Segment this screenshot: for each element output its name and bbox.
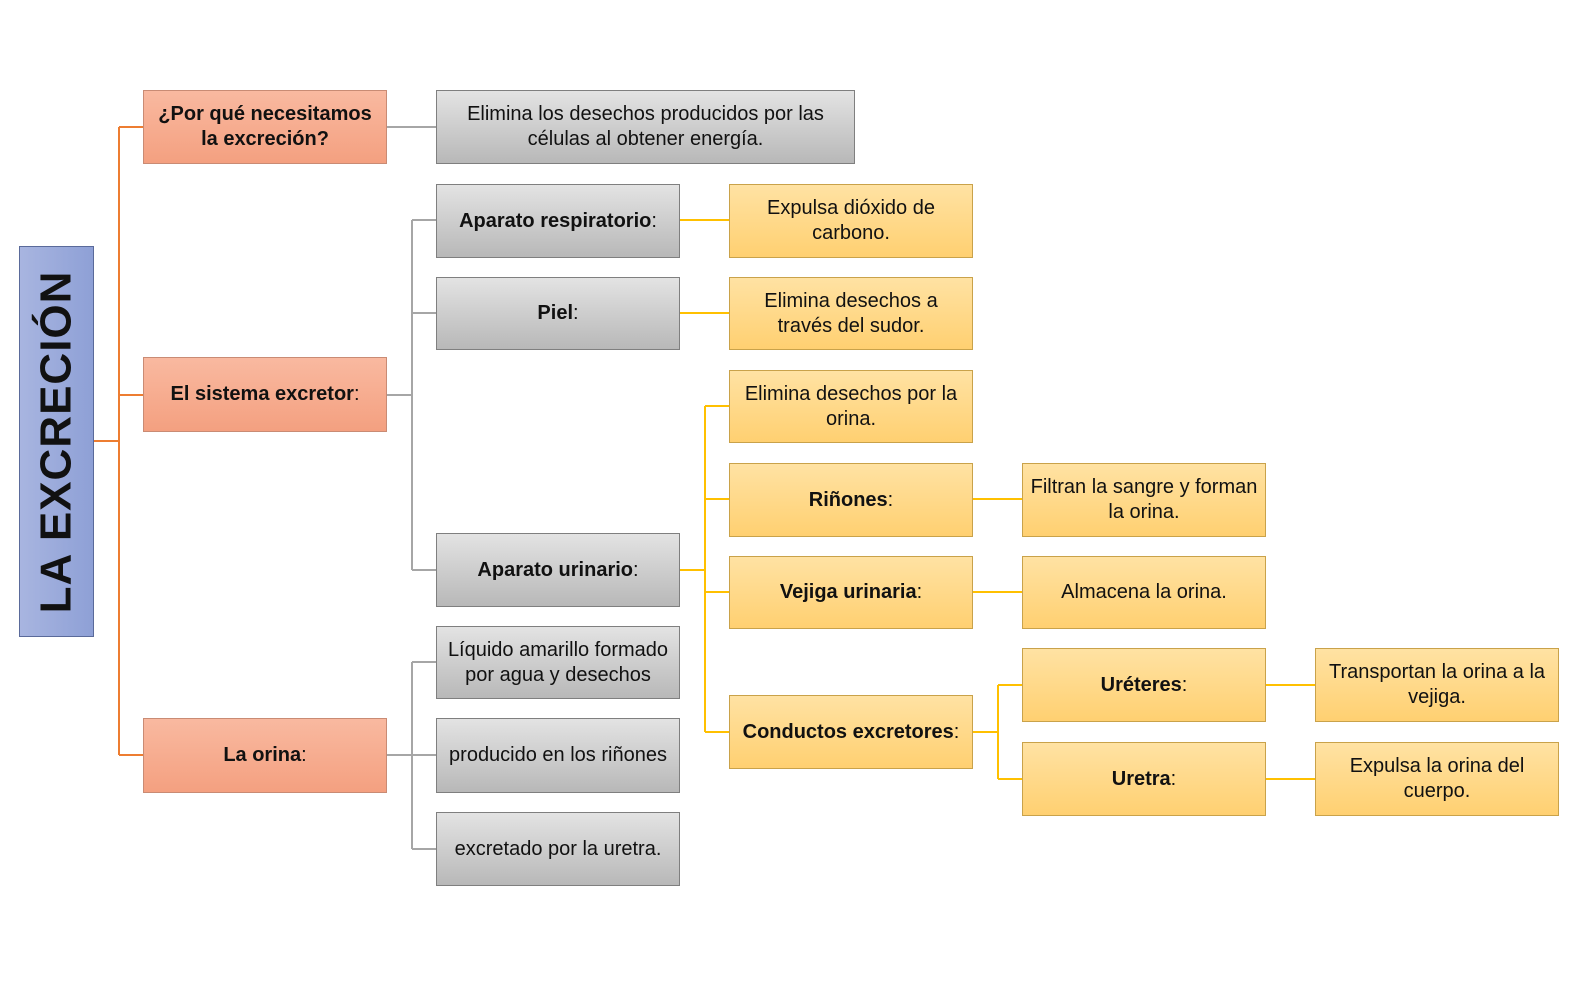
node-urinary: Aparato urinario: [436,533,680,607]
node-urethra-label: Uretra [1111,767,1171,790]
node-system-label: El sistema excretor [170,383,354,405]
node-system-suffix: : [353,383,360,405]
node-urine-2: producido en los riñones [436,718,680,793]
node-ureters-label: Uréteres [1100,673,1182,696]
node-ducts-label: Conductos excretores [742,720,954,743]
node-skin: Piel: [436,277,680,350]
node-resp-desc: Expulsa dióxido de carbono. [729,184,973,258]
node-kidneys-desc-text: Filtran la sangre y forman la orina. [1030,476,1258,523]
node-skin-suffix: : [573,302,579,324]
node-why-label: ¿Por qué necesitamos la excreción? [158,103,372,150]
node-urine-1-text: Líquido amarillo formado por agua y dese… [447,638,669,686]
node-kidneys-suffix: : [887,488,894,511]
node-kidneys-label: Riñones [808,488,888,511]
node-urine-3: excretado por la uretra. [436,812,680,886]
node-ureters-suffix: : [1181,673,1188,696]
node-urethra-suffix: : [1170,767,1177,790]
node-why-answer: Elimina los desechos producidos por las … [436,90,855,164]
node-urine-suffix: : [301,744,307,766]
node-skin-desc: Elimina desechos a través del sudor. [729,277,973,350]
node-system: El sistema excretor: [143,357,387,432]
node-ureters-desc: Transportan la orina a la vejiga. [1315,648,1559,722]
node-skin-desc-text: Elimina desechos a través del sudor. [764,289,938,337]
node-bladder-desc: Almacena la orina. [1022,556,1266,629]
node-resp: Aparato respiratorio: [436,184,680,258]
node-kidneys-desc: Filtran la sangre y forman la orina. [1022,463,1266,537]
node-ducts-suffix: : [953,720,960,743]
node-bladder-label: Vejiga urinaria [779,581,917,603]
node-ureters-desc-text: Transportan la orina a la vejiga. [1328,661,1546,708]
main-title-box: LA EXCRECIÓN [19,246,94,637]
node-bladder-desc-text: Almacena la orina. [1061,581,1227,603]
node-urine-label: La orina [223,744,302,766]
node-urethra-desc-text: Expulsa la orina del cuerpo. [1349,755,1525,802]
main-title: LA EXCRECIÓN [31,270,81,613]
node-resp-suffix: : [651,209,657,232]
node-urine: La orina: [143,718,387,793]
node-urethra-desc: Expulsa la orina del cuerpo. [1315,742,1559,816]
node-urine-2-text: producido en los riñones [449,744,667,766]
node-why: ¿Por qué necesitamos la excreción? [143,90,387,164]
node-ducts: Conductos excretores: [729,695,973,769]
node-skin-label: Piel [537,302,573,324]
node-urine-3-text: excretado por la uretra. [454,837,662,860]
node-resp-desc-text: Expulsa dióxido de carbono. [767,197,935,244]
node-urinary-label: Aparato urinario [477,558,633,581]
node-urinary-desc-text: Elimina desechos por la orina. [744,382,958,430]
node-why-answer-text: Elimina los desechos producidos por las … [467,103,824,150]
node-kidneys: Riñones: [729,463,973,537]
node-bladder-suffix: : [916,581,923,603]
node-urethra: Uretra: [1022,742,1266,816]
node-ureters: Uréteres: [1022,648,1266,722]
node-bladder: Vejiga urinaria: [729,556,973,629]
node-urine-1: Líquido amarillo formado por agua y dese… [436,626,680,699]
node-resp-label: Aparato respiratorio [459,209,652,232]
node-urinary-suffix: : [633,558,639,581]
node-urinary-desc: Elimina desechos por la orina. [729,370,973,443]
